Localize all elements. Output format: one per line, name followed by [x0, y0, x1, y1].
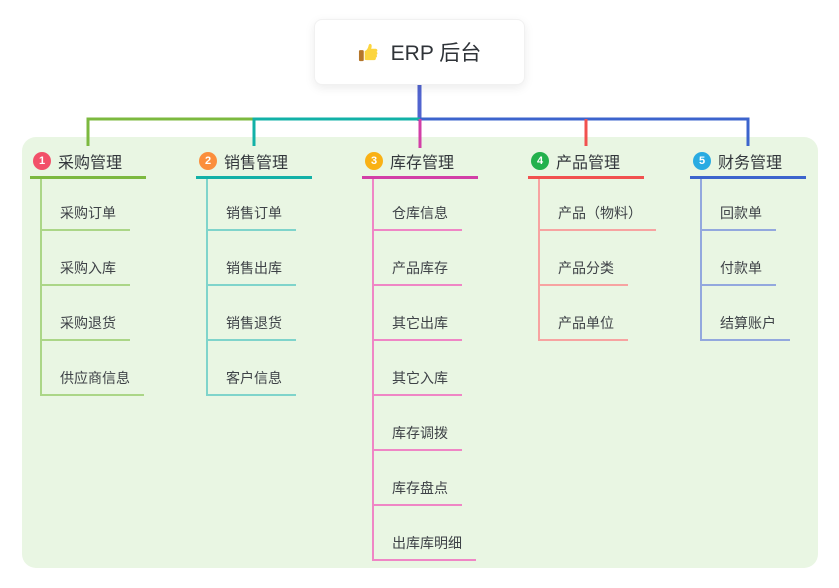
child-node[interactable]: 产品库存	[374, 231, 462, 286]
root-node-label: ERP 后台	[390, 42, 482, 65]
branch-3-title[interactable]: 3 库存管理	[362, 146, 478, 179]
branch-5-children: 回款单付款单结算账户	[700, 179, 806, 341]
child-node[interactable]: 采购退货	[42, 286, 130, 341]
child-node[interactable]: 回款单	[702, 179, 776, 231]
branch-4-number-badge: 4	[531, 152, 549, 170]
branch-3-children: 仓库信息产品库存其它出库其它入库库存调拨库存盘点出库库明细	[372, 179, 478, 561]
branch-2-number-badge: 2	[199, 152, 217, 170]
mindmap-background-panel	[22, 137, 818, 568]
branch-5: 5 财务管理回款单付款单结算账户	[690, 146, 806, 341]
child-node[interactable]: 销售退货	[208, 286, 296, 341]
branch-1-title-label: 采购管理	[58, 155, 123, 172]
branch-2-children: 销售订单销售出库销售退货客户信息	[206, 179, 312, 396]
branch-2: 2 销售管理销售订单销售出库销售退货客户信息	[196, 146, 312, 396]
child-node[interactable]: 销售出库	[208, 231, 296, 286]
child-node[interactable]: 产品单位	[540, 286, 628, 341]
branch-2-title-label: 销售管理	[224, 155, 289, 172]
branch-4-children: 产品（物料）产品分类产品单位	[538, 179, 656, 341]
child-node[interactable]: 库存调拨	[374, 396, 462, 451]
child-node[interactable]: 采购订单	[42, 179, 130, 231]
child-node[interactable]: 结算账户	[702, 286, 790, 341]
child-node[interactable]: 客户信息	[208, 341, 296, 396]
child-node[interactable]: 产品（物料）	[540, 179, 656, 231]
branch-3-number-badge: 3	[365, 152, 383, 170]
child-node[interactable]: 出库库明细	[374, 506, 476, 561]
branch-3: 3 库存管理仓库信息产品库存其它出库其它入库库存调拨库存盘点出库库明细	[362, 146, 478, 561]
child-node[interactable]: 供应商信息	[42, 341, 144, 396]
branch-1-children: 采购订单采购入库采购退货供应商信息	[40, 179, 146, 396]
branch-5-title[interactable]: 5 财务管理	[690, 146, 806, 179]
child-node[interactable]: 仓库信息	[374, 179, 462, 231]
branch-5-title-label: 财务管理	[718, 155, 783, 172]
root-node[interactable]: ERP 后台	[314, 19, 525, 85]
thumbs-up-icon	[358, 43, 378, 61]
branch-4-title-label: 产品管理	[556, 155, 621, 172]
child-node[interactable]: 库存盘点	[374, 451, 462, 506]
child-node[interactable]: 其它入库	[374, 341, 462, 396]
branch-3-title-label: 库存管理	[390, 155, 455, 172]
branch-2-title[interactable]: 2 销售管理	[196, 146, 312, 179]
child-node[interactable]: 产品分类	[540, 231, 628, 286]
branch-5-number-badge: 5	[693, 152, 711, 170]
child-node[interactable]: 采购入库	[42, 231, 130, 286]
branch-1-title[interactable]: 1 采购管理	[30, 146, 146, 179]
child-node[interactable]: 销售订单	[208, 179, 296, 231]
child-node[interactable]: 付款单	[702, 231, 776, 286]
branch-1-number-badge: 1	[33, 152, 51, 170]
child-node[interactable]: 其它出库	[374, 286, 462, 341]
branch-4-title[interactable]: 4 产品管理	[528, 146, 644, 179]
branch-4: 4 产品管理产品（物料）产品分类产品单位	[528, 146, 656, 341]
branch-1: 1 采购管理采购订单采购入库采购退货供应商信息	[30, 146, 146, 396]
